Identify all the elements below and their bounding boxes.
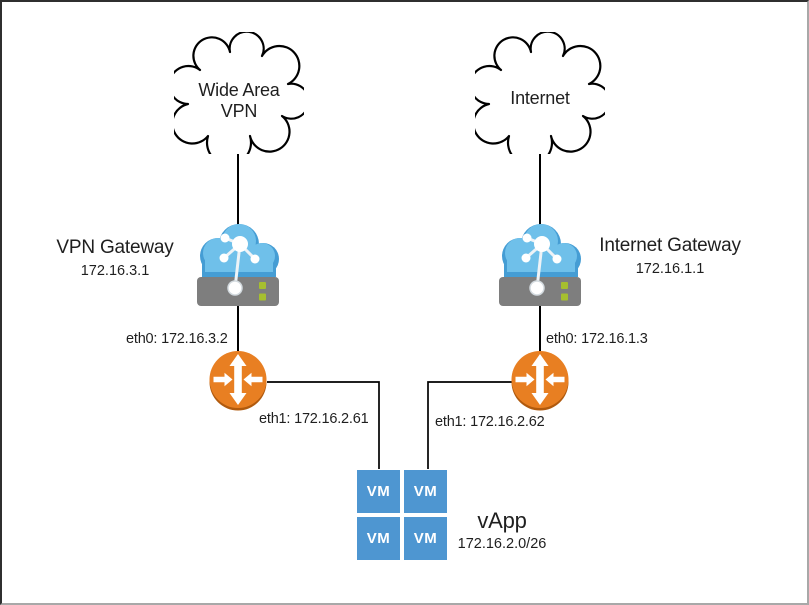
router-left-arrow: [515, 372, 535, 387]
server-led: [561, 293, 568, 301]
vm-box: VM: [404, 470, 447, 513]
router-vertical-arrows: [229, 354, 247, 405]
server-led: [561, 282, 568, 289]
wan-cloud-label: Wide Area VPN: [174, 80, 304, 122]
vm-label: VM: [413, 530, 438, 547]
vapp-subnet: 172.16.2.0/26: [457, 536, 547, 552]
vpn-router-eth0-label: eth0: 172.16.3.2: [126, 331, 228, 347]
internet-gateway-ip: 172.16.1.1: [635, 261, 705, 277]
internet-cloud-icon: [475, 32, 605, 154]
vpn-gateway-label: VPN Gateway 172.16.3.1: [35, 237, 195, 279]
vapp-vm-grid: VM VM VM VM: [357, 470, 447, 560]
vpn-gateway-name: VPN Gateway: [56, 237, 174, 258]
vpn-gateway-icon: [197, 224, 279, 306]
vapp-name: vApp: [477, 508, 527, 533]
vapp-label: vApp 172.16.2.0/26: [442, 508, 562, 552]
internet-gateway-icon: [499, 224, 581, 306]
vm-label: VM: [413, 483, 438, 500]
router-left-arrow: [213, 372, 233, 387]
internet-router-eth0-label: eth0: 172.16.1.3: [546, 331, 648, 347]
vm-box: VM: [357, 517, 400, 560]
internet-cloud-label-line1: Internet: [510, 88, 570, 108]
vm-box: VM: [404, 517, 447, 560]
wan-cloud-icon: [174, 32, 304, 154]
vm-label: VM: [366, 530, 391, 547]
router-right-arrow: [545, 372, 565, 387]
wan-cloud-label-line1: Wide Area: [198, 80, 280, 100]
internet-cloud-label: Internet: [475, 88, 605, 109]
vm-box: VM: [357, 470, 400, 513]
vpn-gateway-ip: 172.16.3.1: [80, 263, 150, 279]
internet-gateway-label: Internet Gateway 172.16.1.1: [585, 235, 755, 277]
internet-router-icon: [511, 351, 569, 411]
vpn-router-eth1-label: eth1: 172.16.2.61: [259, 411, 369, 427]
vpn-router-icon: [209, 351, 267, 411]
internet-router-eth1-label: eth1: 172.16.2.62: [435, 414, 545, 430]
router-right-arrow: [243, 372, 263, 387]
server-led: [259, 293, 266, 301]
wan-cloud-label-line2: VPN: [220, 101, 258, 122]
internet-gateway-name: Internet Gateway: [599, 235, 741, 256]
server-led: [259, 282, 266, 289]
vm-label: VM: [366, 483, 391, 500]
router-vertical-arrows: [531, 354, 549, 405]
